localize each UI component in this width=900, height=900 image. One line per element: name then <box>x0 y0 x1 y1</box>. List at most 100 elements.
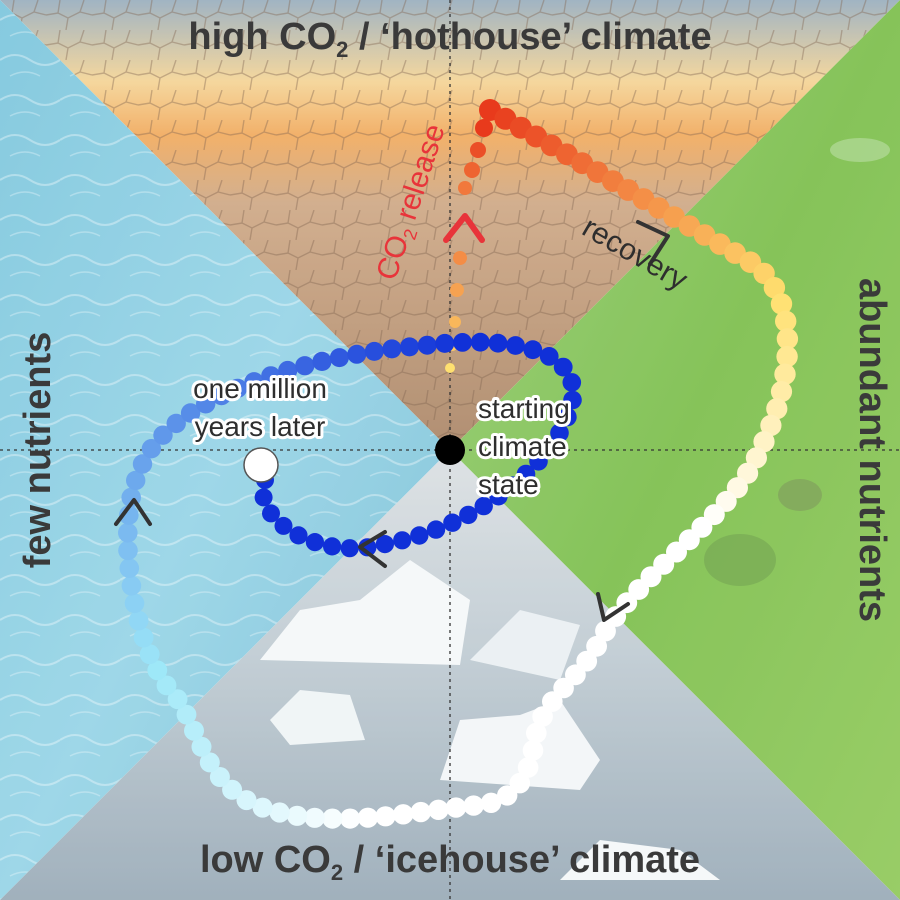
trajectory-point <box>595 620 616 642</box>
starting-state-marker <box>435 435 465 465</box>
trajectory-point <box>517 757 539 778</box>
trajectory-point <box>488 333 508 353</box>
trajectory-point <box>121 576 142 596</box>
trajectory-point <box>523 340 543 360</box>
trajectory-point <box>745 447 768 469</box>
trajectory-point <box>393 804 414 825</box>
trajectory-point <box>775 310 797 332</box>
co2-release-point <box>475 119 493 137</box>
trajectory-point <box>236 790 257 811</box>
co2-release-point <box>445 363 455 373</box>
trajectory-point <box>119 558 140 578</box>
trajectory-point <box>167 689 188 710</box>
trajectory-point <box>760 414 782 436</box>
hothouse-title: high CO2 / ‘hothouse’ climate <box>188 16 711 62</box>
trajectory-point <box>323 537 342 556</box>
trajectory-point <box>375 806 396 827</box>
trajectory-point <box>393 531 412 550</box>
trajectory-point <box>184 720 204 741</box>
co2-release-point <box>470 142 486 158</box>
later-state-label-line-2: years later <box>195 411 326 442</box>
trajectory-point <box>503 476 522 495</box>
few-nutrients-title: few nutrients <box>17 332 59 568</box>
trajectory-point <box>118 523 138 543</box>
trajectory-point <box>128 610 149 631</box>
trajectory-point <box>532 706 553 727</box>
trajectory-point <box>470 332 490 352</box>
trajectory-point <box>312 351 332 371</box>
trajectory-point <box>153 425 173 445</box>
trajectory-point <box>480 792 502 813</box>
starting-state-label-line-2: climate <box>478 431 567 462</box>
trajectory-point <box>289 526 308 545</box>
trajectory-point <box>176 704 197 725</box>
trajectory-point <box>435 333 455 353</box>
trajectory-point <box>565 664 586 686</box>
co2-release-point <box>453 251 467 265</box>
trajectory-point <box>196 394 216 414</box>
trajectory-point <box>132 454 153 474</box>
trajectory-point <box>558 407 577 427</box>
trajectory-point <box>364 341 384 361</box>
trajectory-point <box>605 606 627 627</box>
co2-release-point <box>458 181 472 195</box>
trajectory-point <box>269 802 290 823</box>
trajectory-point <box>304 807 325 828</box>
trajectory-point <box>516 464 536 484</box>
trajectory-point <box>209 767 230 787</box>
trajectory-point <box>340 539 359 558</box>
trajectory-point <box>410 801 431 823</box>
trajectory-point <box>124 593 145 614</box>
trajectory-point <box>522 740 544 761</box>
trajectory-point <box>770 293 793 315</box>
trajectory-point <box>463 795 484 816</box>
starting-state-label-line-1: starting <box>478 393 570 424</box>
trajectory-point <box>542 691 563 712</box>
trajectory-point <box>776 345 798 368</box>
trajectory-point <box>443 513 462 532</box>
co2-release-point <box>450 283 464 297</box>
icebergs <box>260 560 720 880</box>
trajectory-point <box>776 328 799 350</box>
trajectory-point <box>526 722 547 744</box>
trajectory-point <box>426 520 446 539</box>
trajectory-point <box>262 504 280 523</box>
trajectory-point <box>261 366 281 386</box>
trajectory-point <box>295 356 315 376</box>
trajectory-point <box>576 650 598 672</box>
trajectory-point <box>563 390 582 410</box>
trajectory-point <box>126 470 146 491</box>
trajectory-point <box>357 807 378 828</box>
trajectory-point <box>628 579 650 600</box>
trajectory-point <box>211 386 232 406</box>
release-direction-arrow <box>443 213 485 243</box>
trajectory-point <box>156 675 177 696</box>
end-state-marker <box>243 447 279 483</box>
trajectory-point <box>133 627 154 648</box>
trajectory-point <box>358 538 377 557</box>
trajectory-point <box>445 797 467 818</box>
trajectory-point <box>147 660 168 681</box>
descent-direction-arrow <box>596 592 630 622</box>
trajectory-point <box>417 335 437 355</box>
trajectory-point <box>550 423 569 443</box>
trajectory-point <box>199 752 220 773</box>
trajectory-point <box>509 772 531 794</box>
trajectory-point <box>382 339 402 359</box>
trajectory-point <box>375 535 394 554</box>
trajectory-point <box>428 799 449 820</box>
return-direction-arrow <box>358 530 387 568</box>
trajectory-point <box>400 337 419 357</box>
trajectory-point <box>539 347 559 366</box>
trajectory-point <box>329 348 349 368</box>
trajectory-point <box>553 357 573 377</box>
trajectory-point <box>287 805 308 826</box>
trajectory-point <box>254 488 273 507</box>
trajectory-point <box>529 452 548 471</box>
trajectory-point <box>770 381 793 403</box>
co2-release-point <box>449 316 461 328</box>
trajectory-point <box>278 360 298 381</box>
trajectory-point <box>274 516 293 535</box>
